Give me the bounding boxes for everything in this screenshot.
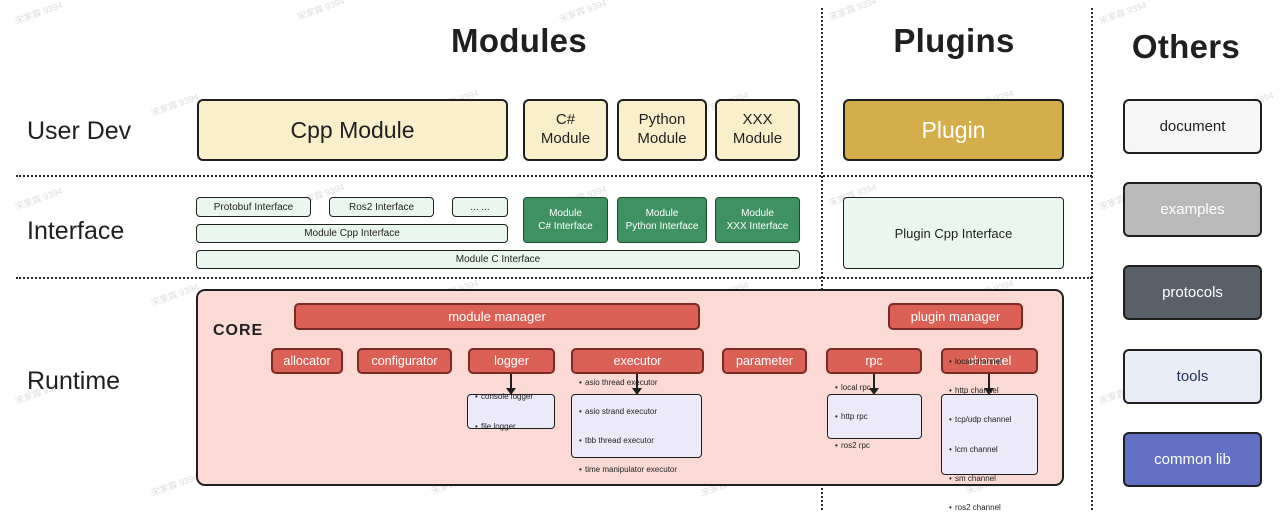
watermark: 宋家霖 9394 xyxy=(13,0,64,27)
list-item: console logger xyxy=(474,391,533,402)
others-common-lib-box: common lib xyxy=(1123,432,1262,487)
channel-detail-box: local channel http channel tcp/udp chann… xyxy=(941,356,1038,513)
module-python-interface-box: Module Python Interface xyxy=(617,197,707,243)
module-c-interface-box: Module C Interface xyxy=(196,250,800,269)
row-label-interface: Interface xyxy=(27,217,125,245)
ros2-interface-box: Ros2 Interface xyxy=(329,197,434,217)
ellipsis-interface-box: ... ... xyxy=(452,197,508,217)
divider-interface-runtime xyxy=(16,277,1092,279)
executor-detail-box: asio thread executor asio strand executo… xyxy=(571,377,702,476)
others-protocols-box: protocols xyxy=(1123,265,1262,320)
list-item: file logger xyxy=(474,421,533,432)
watermark: 宋家霖 9394 xyxy=(149,281,200,309)
component-parameter: parameter xyxy=(722,348,807,374)
section-title-plugins: Plugins xyxy=(893,22,1015,59)
plugin-box: Plugin xyxy=(843,99,1064,161)
module-xxx-interface-box: Module XXX Interface xyxy=(715,197,800,243)
channel-detail-list: local channel http channel tcp/udp chann… xyxy=(948,338,1012,519)
list-item: tcp/udp channel xyxy=(948,414,1012,425)
section-title-others: Others xyxy=(1131,28,1241,65)
list-item: http channel xyxy=(948,385,1012,396)
plugin-cpp-interface-box: Plugin Cpp Interface xyxy=(843,197,1064,269)
list-item: local rpc xyxy=(834,382,871,393)
row-label-runtime: Runtime xyxy=(27,367,121,395)
others-document-box: document xyxy=(1123,99,1262,154)
executor-detail-list: asio thread executor asio strand executo… xyxy=(578,359,677,494)
logger-detail-box: console logger file logger xyxy=(467,391,555,432)
list-item: local channel xyxy=(948,356,1012,367)
divider-plugins-others xyxy=(1091,8,1093,510)
protobuf-interface-box: Protobuf Interface xyxy=(196,197,311,217)
component-configurator: configurator xyxy=(357,348,452,374)
list-item: tbb thread executor xyxy=(578,435,677,446)
watermark: 宋家霖 9394 xyxy=(13,185,64,213)
cpp-module-box: Cpp Module xyxy=(197,99,508,161)
arrow-rpc-icon xyxy=(869,374,879,395)
xxx-module-box: XXX Module xyxy=(715,99,800,161)
rpc-detail-list: local rpc http rpc ros2 rpc xyxy=(834,364,871,470)
module-manager-bar: module manager xyxy=(294,303,700,330)
row-label-user-dev: User Dev xyxy=(27,117,132,145)
logger-detail-list: console logger file logger xyxy=(474,373,533,449)
list-item: asio thread executor xyxy=(578,377,677,388)
python-module-box: Python Module xyxy=(617,99,707,161)
csharp-module-box: C# Module xyxy=(523,99,608,161)
component-rpc: rpc xyxy=(826,348,922,374)
list-item: http rpc xyxy=(834,411,871,422)
list-item: ros2 rpc xyxy=(834,440,871,451)
watermark: 宋家霖 9394 xyxy=(1097,0,1148,27)
watermark: 宋家霖 9394 xyxy=(827,0,878,23)
list-item: lcm channel xyxy=(948,444,1012,455)
list-item: sm channel xyxy=(948,473,1012,484)
watermark: 宋家霖 9394 xyxy=(295,0,346,23)
component-logger: logger xyxy=(468,348,555,374)
section-title-modules: Modules xyxy=(451,22,587,59)
watermark: 宋家霖 9394 xyxy=(149,471,200,499)
component-allocator: allocator xyxy=(271,348,343,374)
divider-modules-plugins xyxy=(821,8,823,510)
others-examples-box: examples xyxy=(1123,182,1262,237)
list-item: ros2 channel xyxy=(948,502,1012,513)
core-label: CORE xyxy=(213,322,264,339)
list-item: asio strand executor xyxy=(578,406,677,417)
watermark: 宋家霖 9394 xyxy=(149,91,200,119)
module-cpp-interface-box: Module Cpp Interface xyxy=(196,224,508,243)
module-csharp-interface-box: Module C# Interface xyxy=(523,197,608,243)
divider-userdev-interface xyxy=(16,175,1092,177)
rpc-detail-box: local rpc http rpc ros2 rpc xyxy=(827,382,922,451)
list-item: time manipulator executor xyxy=(578,464,677,475)
others-tools-box: tools xyxy=(1123,349,1262,404)
plugin-manager-bar: plugin manager xyxy=(888,303,1023,330)
component-executor: executor xyxy=(571,348,704,374)
